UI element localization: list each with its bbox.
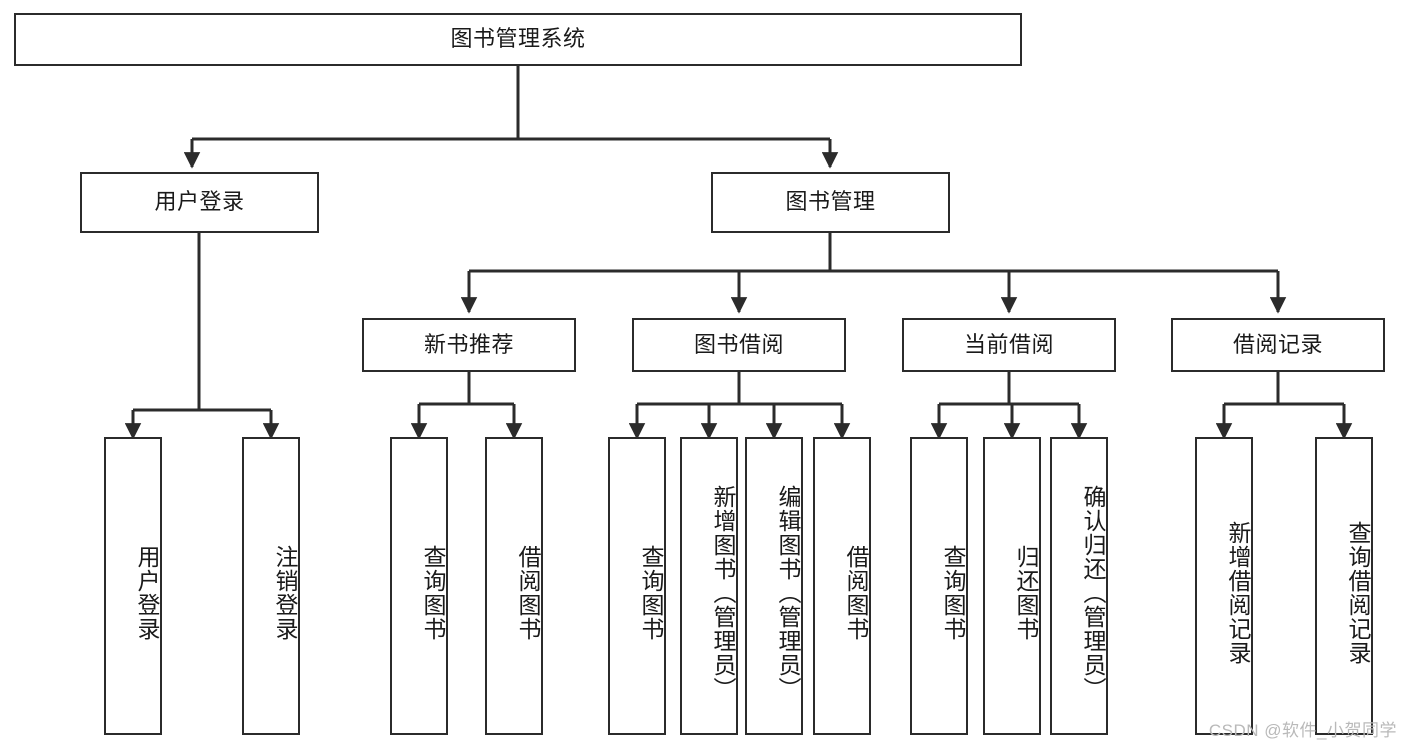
leaf-current-query-book[interactable]: 查询图书 (910, 437, 968, 735)
node-current-borrow[interactable]: 当前借阅 (902, 318, 1116, 372)
node-new-book-recommend[interactable]: 新书推荐 (362, 318, 576, 372)
leaf-borrow-edit-book-admin[interactable]: 编辑图书（管理员） (745, 437, 803, 735)
leaf-current-confirm-return-admin[interactable]: 确认归还（管理员） (1050, 437, 1108, 735)
leaf-current-return-book[interactable]: 归还图书 (983, 437, 1041, 735)
node-book-borrow[interactable]: 图书借阅 (632, 318, 846, 372)
node-book-management[interactable]: 图书管理 (711, 172, 950, 233)
leaf-borrow-query-book[interactable]: 查询图书 (608, 437, 666, 735)
leaf-label: 查询图书 (638, 545, 664, 641)
leaf-record-query-borrow-record[interactable]: 查询借阅记录 (1315, 437, 1373, 735)
leaf-recommend-query-book[interactable]: 查询图书 (390, 437, 448, 735)
leaf-label: 查询图书 (940, 545, 966, 641)
leaf-label: 查询图书 (420, 545, 446, 641)
leaf-borrow-lend-book[interactable]: 借阅图书 (813, 437, 871, 735)
leaf-borrow-add-book-admin[interactable]: 新增图书（管理员） (680, 437, 738, 735)
node-root-system[interactable]: 图书管理系统 (14, 13, 1022, 66)
leaf-recommend-borrow-book[interactable]: 借阅图书 (485, 437, 543, 735)
leaf-label: 借阅图书 (843, 545, 869, 641)
watermark-text: CSDN @软件_小贺同学 (1208, 721, 1397, 740)
node-borrow-record[interactable]: 借阅记录 (1171, 318, 1385, 372)
leaf-label: 借阅图书 (515, 545, 541, 641)
leaf-user-login[interactable]: 用户登录 (104, 437, 162, 735)
leaf-label: 归还图书 (1013, 545, 1039, 641)
leaf-label: 新增图书（管理员） (710, 485, 736, 701)
leaf-label: 用户登录 (134, 545, 160, 641)
leaf-label: 注销登录 (272, 545, 298, 641)
leaf-label: 新增借阅记录 (1225, 521, 1251, 665)
leaf-label: 查询借阅记录 (1345, 521, 1371, 665)
leaf-user-logout[interactable]: 注销登录 (242, 437, 300, 735)
leaf-record-add-borrow-record[interactable]: 新增借阅记录 (1195, 437, 1253, 735)
node-user-login[interactable]: 用户登录 (80, 172, 319, 233)
leaf-label: 确认归还（管理员） (1080, 485, 1106, 701)
leaf-label: 编辑图书（管理员） (775, 485, 801, 701)
